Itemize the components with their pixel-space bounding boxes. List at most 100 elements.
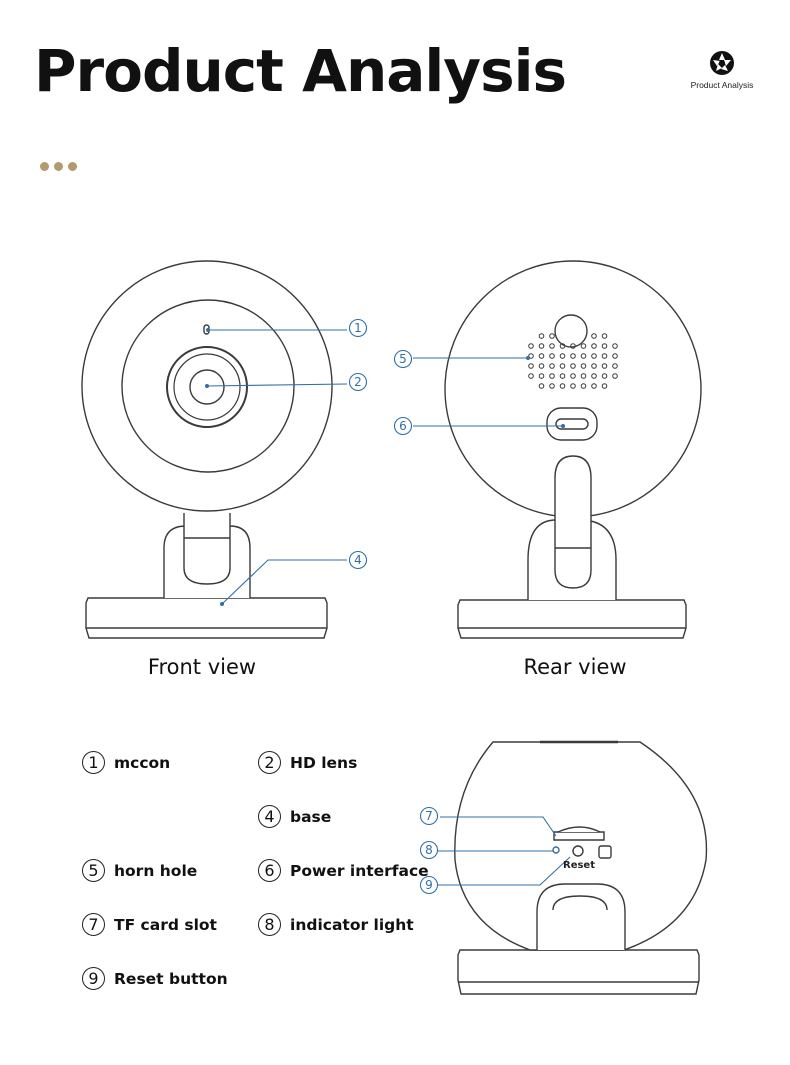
callout-lines	[206, 329, 571, 886]
speaker-hole	[538, 343, 545, 349]
accent-dot	[40, 162, 49, 171]
bottom-base	[457, 949, 700, 995]
legend-item: 8 indicator light	[258, 913, 414, 936]
speaker-hole	[538, 383, 545, 389]
callout-number: 1	[354, 321, 362, 335]
bottom-stand	[536, 883, 626, 950]
speaker-hole	[559, 353, 566, 359]
accent-dots	[40, 158, 82, 176]
speaker-hole	[591, 383, 597, 389]
speaker-hole	[580, 353, 587, 359]
tf-card-slot	[553, 831, 605, 841]
callout-dots	[205, 328, 565, 606]
speaker-hole	[591, 363, 597, 369]
speaker-hole	[580, 363, 587, 369]
speaker-hole	[570, 373, 576, 379]
speaker-hole	[601, 383, 608, 389]
callout-marker-2	[348, 372, 368, 392]
legend-item: 6 Power interface	[258, 859, 429, 882]
speaker-hole	[591, 373, 597, 379]
reset-label: Reset	[563, 860, 595, 871]
reset-button-hole	[572, 845, 584, 857]
speaker-hole	[549, 333, 555, 339]
legend-item: 1 mccon	[82, 751, 170, 774]
rear-view-label: Rear view	[523, 655, 627, 679]
legend-number: 4	[258, 805, 281, 828]
rear-button	[554, 314, 588, 348]
legend-item: 2 HD lens	[258, 751, 357, 774]
speaker-hole	[538, 333, 545, 339]
legend-number: 5	[82, 859, 105, 882]
speaker-hole	[538, 363, 545, 369]
speaker-hole	[570, 383, 576, 389]
legend-item: 5 horn hole	[82, 859, 197, 882]
legend-number: 6	[258, 859, 281, 882]
speaker-hole	[559, 343, 566, 349]
speaker-hole	[591, 333, 597, 339]
legend-number: 7	[82, 913, 105, 936]
accent-dot	[68, 162, 77, 171]
callout-number: 8	[425, 843, 433, 857]
speaker-hole	[559, 383, 566, 389]
rear-stand	[554, 455, 592, 589]
legend-label: TF card slot	[114, 915, 217, 934]
speaker-hole	[580, 343, 587, 349]
speaker-hole	[528, 363, 534, 369]
speaker-hole	[528, 353, 534, 359]
callout-marker-1	[348, 318, 368, 338]
speaker-hole	[549, 383, 555, 389]
speaker-hole	[559, 363, 566, 369]
callout-marker-9	[419, 875, 439, 895]
legend-label: Reset button	[114, 969, 228, 988]
legend-label: mccon	[114, 753, 171, 772]
speaker-hole	[580, 373, 587, 379]
legend-number: 2	[258, 751, 281, 774]
sd-card-icon	[598, 845, 612, 859]
legend-item: 7 TF card slot	[82, 913, 217, 936]
speaker-hole	[559, 373, 566, 379]
speaker-hole	[612, 343, 618, 349]
speaker-hole	[570, 343, 576, 349]
callout-number: 6	[399, 419, 407, 433]
legend-label: Power interface	[290, 861, 429, 880]
callout-number: 4	[354, 553, 362, 567]
speaker-hole	[538, 353, 545, 359]
speaker-hole	[601, 343, 608, 349]
speaker-hole	[612, 353, 618, 359]
callout-marker-5	[393, 349, 413, 369]
speaker-hole	[528, 373, 534, 379]
callout-number: 5	[399, 352, 407, 366]
legend-label: indicator light	[290, 915, 414, 934]
accent-dot	[54, 162, 63, 171]
camera-aperture-icon	[710, 51, 734, 75]
speaker-hole	[538, 373, 545, 379]
rear-view-camera	[444, 260, 702, 639]
speaker-hole	[601, 363, 608, 369]
callout-marker-4	[348, 550, 368, 570]
speaker-hole	[549, 353, 555, 359]
front-base	[85, 597, 328, 639]
speaker-hole	[601, 353, 608, 359]
callout-marker-6	[393, 416, 413, 436]
legend-number: 8	[258, 913, 281, 936]
speaker-hole	[591, 353, 597, 359]
legend-label: HD lens	[290, 753, 358, 772]
speaker-grille	[528, 333, 618, 389]
bottom-view-camera	[454, 740, 708, 995]
callout-marker-7	[419, 806, 439, 826]
logo-caption: Product Analysis	[690, 80, 754, 90]
legend-number: 1	[82, 751, 105, 774]
page-title: Product Analysis	[34, 37, 567, 105]
front-view-label: Front view	[147, 655, 257, 679]
legend-label: horn hole	[114, 861, 198, 880]
callout-number: 2	[354, 375, 362, 389]
speaker-hole	[570, 353, 576, 359]
legend-number: 9	[82, 967, 105, 990]
speaker-hole	[612, 363, 618, 369]
speaker-hole	[591, 343, 597, 349]
speaker-hole	[601, 333, 608, 339]
legend-item: 9 Reset button	[82, 967, 228, 990]
